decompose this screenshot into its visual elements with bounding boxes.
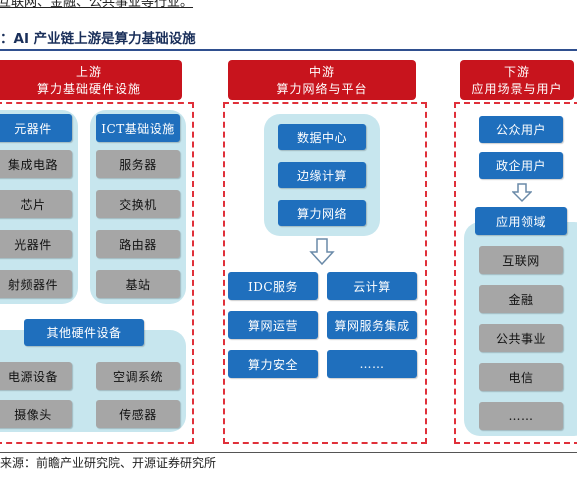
component-item: 集成电路	[0, 150, 72, 178]
source-note: 来源：前瞻产业研究院、开源证券研究所	[0, 456, 217, 470]
downstream-user-item: 公众用户	[479, 116, 563, 143]
ict-item: 服务器	[96, 150, 180, 178]
upstream-subtitle: 算力基础硬件设施	[36, 82, 141, 96]
midstream-service-item: 算网服务集成	[327, 311, 417, 339]
midstream-core-item: 边缘计算	[278, 162, 366, 188]
midstream-service-item: 算网运营	[228, 311, 318, 339]
application-field-item: 公共事业	[479, 324, 563, 352]
midstream-header: 中游 算力网络与平台	[228, 60, 416, 100]
upstream-header: 上游 算力基础硬件设施	[0, 60, 182, 100]
other-hardware-title: 其他硬件设备	[24, 319, 144, 346]
intro-text: 互联网、金融、公共事业等行业。	[0, 0, 194, 10]
other-hardware-item: 摄像头	[0, 400, 72, 428]
component-item: 光器件	[0, 230, 72, 258]
other-hardware-item: 传感器	[96, 400, 180, 428]
figure-title: ：AI 产业链上游是算力基础设施	[0, 31, 196, 47]
title-rule	[0, 49, 577, 51]
application-field-item: 金融	[479, 285, 563, 313]
midstream-core-item: 算力网络	[278, 200, 366, 226]
downstream-subtitle: 应用场景与用户	[471, 82, 563, 96]
intro-text-line: 互联网、金融、公共事业等行业。	[0, 0, 577, 10]
ict-item: 交换机	[96, 190, 180, 218]
midstream-subtitle: 算力网络与平台	[276, 82, 368, 96]
component-item: 射频器件	[0, 270, 72, 298]
midstream-service-item: ……	[327, 350, 417, 378]
application-fields-title: 应用领域	[475, 207, 567, 235]
upstream-frame	[0, 102, 194, 444]
application-field-item: 电信	[479, 363, 563, 391]
application-field-item: ……	[479, 402, 563, 430]
downstream-user-item: 政企用户	[479, 152, 563, 179]
downstream-title: 下游	[503, 65, 530, 79]
midstream-service-item: IDC服务	[228, 272, 318, 300]
footer-rule	[0, 452, 577, 453]
other-hardware-item: 空调系统	[96, 362, 180, 390]
midstream-service-item: 云计算	[327, 272, 417, 300]
midstream-service-item: 算力安全	[228, 350, 318, 378]
upstream-title: 上游	[75, 65, 102, 79]
ict-title: ICT基础设施	[96, 114, 180, 142]
ict-item: 基站	[96, 270, 180, 298]
ict-item: 路由器	[96, 230, 180, 258]
downstream-down-arrow-icon	[512, 183, 532, 203]
midstream-frame	[223, 102, 427, 444]
midstream-down-arrow-icon	[309, 238, 335, 266]
midstream-core-item: 数据中心	[278, 124, 366, 150]
midstream-title: 中游	[308, 65, 335, 79]
components-title: 元器件	[0, 114, 72, 142]
downstream-frame	[454, 102, 577, 444]
other-hardware-item: 电源设备	[0, 362, 72, 390]
downstream-header: 下游 应用场景与用户	[460, 60, 574, 100]
application-field-item: 互联网	[479, 246, 563, 274]
component-item: 芯片	[0, 190, 72, 218]
